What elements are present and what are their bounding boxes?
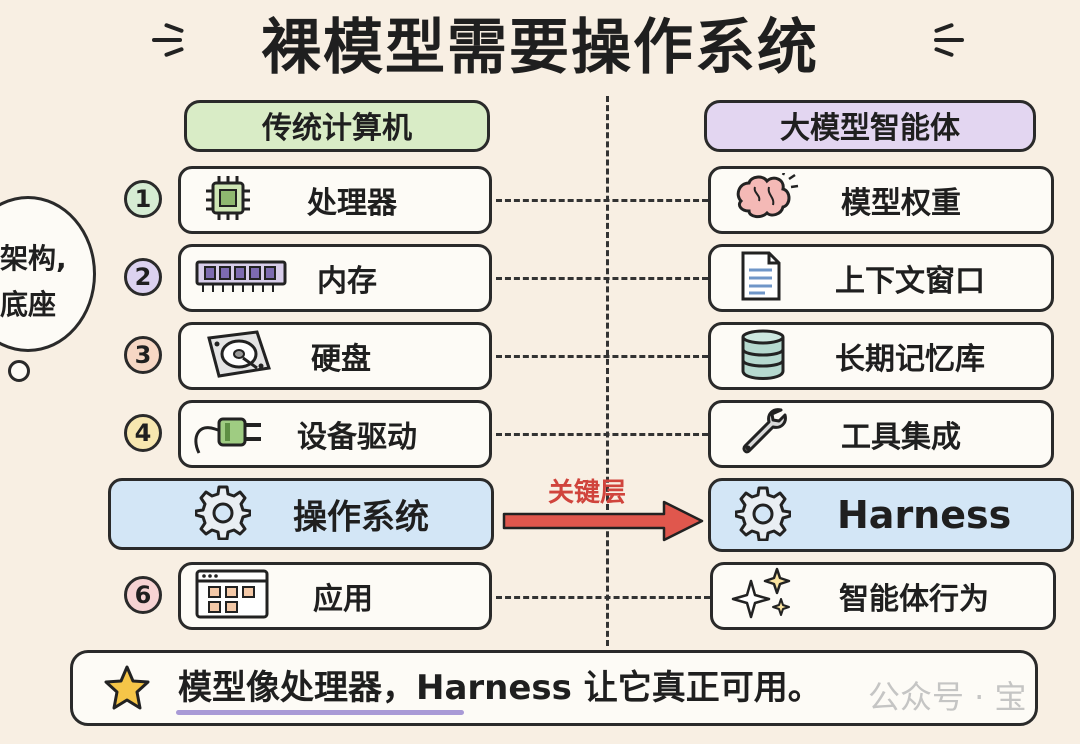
row-connector [496, 199, 708, 202]
left-item-label: 应用 [313, 582, 373, 617]
right-item-label: 模型权重 [841, 186, 961, 221]
row-connector [496, 277, 708, 280]
page-title: 裸模型需要操作系统 [261, 13, 819, 83]
left-item-label: 内存 [317, 264, 377, 299]
right-item-label: 工具集成 [841, 420, 961, 455]
right-item-model-weights: 模型权重 [708, 166, 1054, 234]
sparkles-icon [731, 567, 795, 625]
sparkle-dash-right-icon [933, 20, 970, 60]
key-layer-arrow [498, 498, 708, 548]
left-item-application: 应用 [178, 562, 492, 630]
app-window-icon [195, 569, 269, 623]
center-divider [606, 96, 609, 646]
hard-disk-icon [203, 328, 273, 384]
left-item-device-driver: 设备驱动 [178, 400, 492, 468]
brain-icon [733, 169, 799, 227]
right-item-label: 智能体行为 [839, 582, 989, 617]
right-item-long-term-memory: 长期记忆库 [708, 322, 1054, 390]
thought-cloud-text: 架构, 底座 [0, 242, 67, 321]
gear-icon [734, 485, 792, 545]
row-number-6: 6 [124, 576, 162, 614]
plug-icon [189, 407, 269, 461]
document-icon [739, 250, 783, 306]
summary-text: 模型像处理器，Harness 让它真正可用。 [178, 668, 822, 708]
cpu-chip-icon [203, 175, 253, 225]
row-connector [496, 433, 708, 436]
right-item-harness: Harness [708, 478, 1074, 552]
right-column-header: 大模型智能体 [704, 100, 1036, 152]
row-number-3: 3 [124, 336, 162, 374]
right-item-context-window: 上下文窗口 [708, 244, 1054, 312]
left-item-memory: 内存 [178, 244, 492, 312]
right-item-label: 长期记忆库 [835, 342, 985, 377]
row-connector [496, 355, 708, 358]
row-number-4: 4 [124, 414, 162, 452]
summary-underline [176, 710, 464, 715]
key-layer-label: 关键层 [548, 478, 627, 508]
database-icon [739, 328, 787, 384]
left-item-label: 设备驱动 [297, 420, 417, 455]
star-icon [102, 664, 152, 716]
right-item-label: 上下文窗口 [835, 264, 985, 299]
row-connector [496, 596, 710, 599]
thought-bubble-dot [8, 360, 30, 382]
left-item-label: 处理器 [307, 186, 397, 221]
row-number-1: 1 [124, 180, 162, 218]
right-item-label: Harness [837, 493, 1012, 537]
sparkle-dash-left-icon [152, 20, 188, 60]
left-item-processor: 处理器 [178, 166, 492, 234]
left-item-label: 硬盘 [311, 342, 371, 377]
left-column-header: 传统计算机 [184, 100, 490, 152]
memory-stick-icon [195, 256, 287, 300]
watermark: 公众号 · 宝 [868, 678, 1027, 716]
gear-icon [194, 484, 252, 544]
left-item-hard-disk: 硬盘 [178, 322, 492, 390]
left-item-operating-system: 操作系统 [108, 478, 494, 550]
row-number-2: 2 [124, 258, 162, 296]
left-item-label: 操作系统 [293, 497, 429, 538]
right-item-tool-integration: 工具集成 [708, 400, 1054, 468]
wrench-icon [737, 406, 789, 462]
right-item-agent-behavior: 智能体行为 [710, 562, 1056, 630]
